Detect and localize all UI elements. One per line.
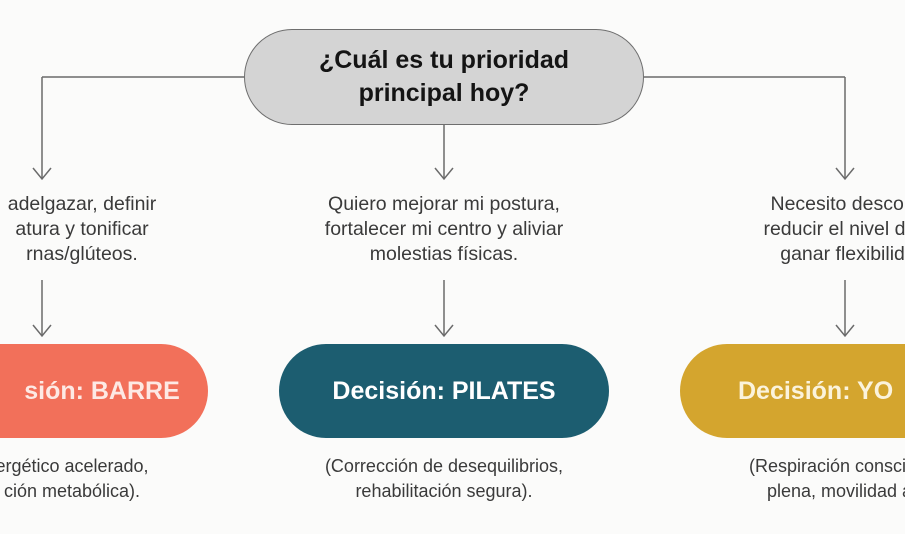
- decision-pilates-label: Decisión: PILATES: [332, 376, 556, 405]
- question-text: ¿Cuál es tu prioridad principal hoy?: [318, 46, 570, 107]
- arrowhead-right-top: [835, 167, 855, 181]
- benefit-text-barre: ergético acelerado, ción metabólica).: [0, 456, 149, 501]
- arrowhead-center-top: [434, 167, 454, 181]
- arrowhead-center-bottom: [434, 324, 454, 338]
- need-text-yoga: Necesito descone reducir el nivel de e g…: [763, 193, 905, 265]
- need-text-pilates: Quiero mejorar mi postura, fortalecer mi…: [324, 193, 564, 265]
- decision-yoga: Decisión: YO: [680, 344, 905, 438]
- decision-yoga-label: Decisión: YO: [738, 376, 894, 405]
- decision-pilates: Decisión: PILATES: [279, 344, 609, 438]
- need-text-barre: adelgazar, definir atura y tonificar rna…: [7, 193, 157, 265]
- question-node: ¿Cuál es tu prioridad principal hoy?: [244, 29, 644, 125]
- benefit-text-pilates: (Corrección de desequilibrios, rehabilit…: [324, 456, 564, 501]
- benefit-text-yoga: (Respiración consciente plena, movilidad…: [748, 456, 905, 501]
- arrowhead-left-top: [32, 167, 52, 181]
- arrowhead-right-bottom: [835, 324, 855, 338]
- decision-barre-label: sión: BARRE: [24, 376, 180, 405]
- decision-barre: sión: BARRE: [0, 344, 208, 438]
- arrowhead-left-bottom: [32, 324, 52, 338]
